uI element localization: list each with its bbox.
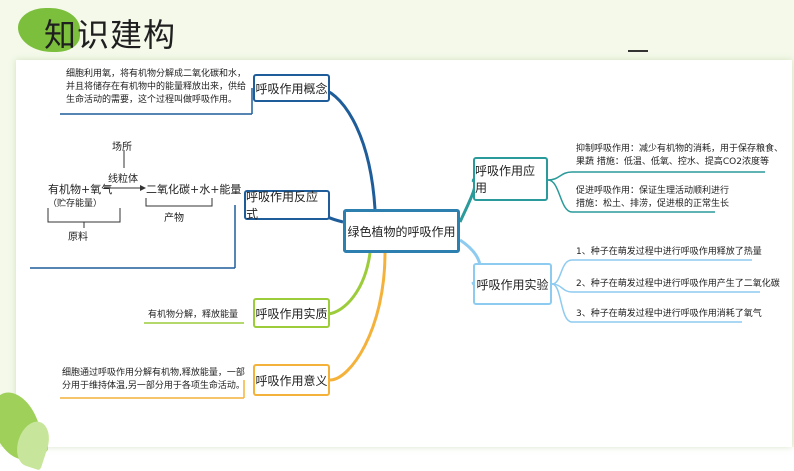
- equation-site-label: 场所: [112, 142, 132, 153]
- concept-node[interactable]: 呼吸作用概念: [253, 74, 330, 102]
- concept-note-line-1: 细胞利用氧，将有机物分解成二氧化碳和水，: [66, 69, 247, 79]
- application-node[interactable]: 呼吸作用应用: [473, 157, 548, 201]
- application-note-inhibit: 抑制呼吸作用：减少有机物的消耗，用于保存粮食、 果蔬 措施：低温、低氧、控水、提…: [576, 143, 783, 169]
- meaning-note-line-2: 分用于维持体温,另一部分用于各项生命活动。: [62, 381, 245, 391]
- concept-note-line-3: 生命活动的需要，这个过程叫做呼吸作用。: [66, 95, 238, 105]
- equation-reactants: 有机物+氧气: [48, 183, 113, 196]
- application-note-inhibit-line-2: 果蔬 措施：低温、低氧、控水、提高CO2浓度等: [576, 157, 769, 167]
- application-note-inhibit-line-1: 抑制呼吸作用：减少有机物的消耗，用于保存粮食、: [576, 144, 784, 154]
- equation-products: 二氧化碳+水+能量: [146, 183, 242, 196]
- meaning-note-line-1: 细胞通过呼吸作用分解有机物,释放能量，一部: [62, 368, 245, 378]
- concept-note: 细胞利用氧，将有机物分解成二氧化碳和水， 并且将储存在有机物中的能量释放出来，供…: [66, 68, 246, 107]
- application-note-promote: 促进呼吸作用：保证生理活动顺利进行 措施：松土、排涝，促进根的正常生长: [576, 185, 729, 211]
- content-panel: [16, 60, 792, 447]
- essence-note: 有机物分解，释放能量: [148, 310, 239, 320]
- experiment-node[interactable]: 呼吸作用实验: [473, 263, 552, 305]
- application-note-promote-line-1: 促进呼吸作用：保证生理活动顺利进行: [576, 186, 730, 196]
- experiment-item-1: 1、种子在萌发过程中进行呼吸作用释放了热量: [576, 247, 762, 257]
- meaning-node[interactable]: 呼吸作用意义: [253, 364, 330, 396]
- center-topic-node[interactable]: 绿色植物的呼吸作用: [343, 209, 460, 253]
- connector-essence: [327, 252, 372, 316]
- connector-meaning: [329, 252, 387, 382]
- equation-site: 线粒体: [108, 174, 138, 185]
- equation-energy-note: （贮存能量）: [48, 199, 103, 209]
- meaning-note: 细胞通过呼吸作用分解有机物,释放能量，一部 分用于维持体温,另一部分用于各项生命…: [62, 367, 245, 393]
- application-branch-bottom: [547, 179, 715, 213]
- application-note-promote-line-2: 措施：松土、排涝，促进根的正常生长: [576, 199, 730, 209]
- page-title: 知识建构: [44, 16, 177, 54]
- equation-raw-label: 原料: [68, 232, 88, 243]
- equation-arrowhead: [140, 185, 146, 191]
- equation-product-label: 产物: [164, 213, 184, 224]
- experiment-item-3: 3、种子在萌发过程中进行呼吸作用消耗了氧气: [576, 309, 762, 319]
- experiment-item-2: 2、种子在萌发过程中进行呼吸作用产生了二氧化碳: [576, 279, 780, 289]
- application-branch-top: [547, 171, 765, 181]
- raw-bracket: [47, 208, 121, 223]
- title-decoration: [18, 8, 80, 52]
- experiment-branch-3: [551, 283, 742, 323]
- essence-node[interactable]: 呼吸作用实质: [253, 298, 330, 328]
- reaction-node[interactable]: 呼吸作用反应式: [244, 190, 330, 221]
- experiment-branch-1: [551, 259, 752, 285]
- decorative-line: [628, 50, 648, 52]
- concept-note-line-2: 并且将储存在有机物中的能量释放出来，供给: [66, 82, 247, 92]
- product-bracket: [145, 198, 213, 207]
